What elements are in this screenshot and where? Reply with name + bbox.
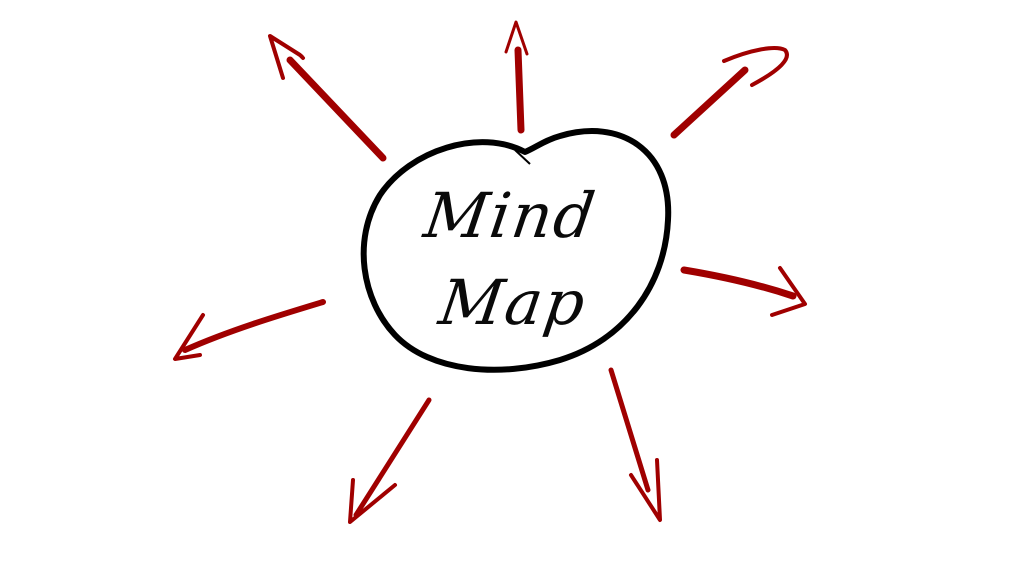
central-node-label-line2: Map [434, 266, 592, 339]
central-node-label-line1: Mind [419, 179, 602, 252]
arrow-right [680, 266, 807, 317]
arrow-left [173, 299, 326, 361]
arrow-up-left [268, 34, 387, 162]
arrow-up-right [670, 46, 789, 139]
arrow-up [504, 20, 529, 134]
arrow-down-left [348, 397, 432, 524]
arrow-down-right [608, 367, 662, 522]
central-node-outline [360, 128, 672, 373]
